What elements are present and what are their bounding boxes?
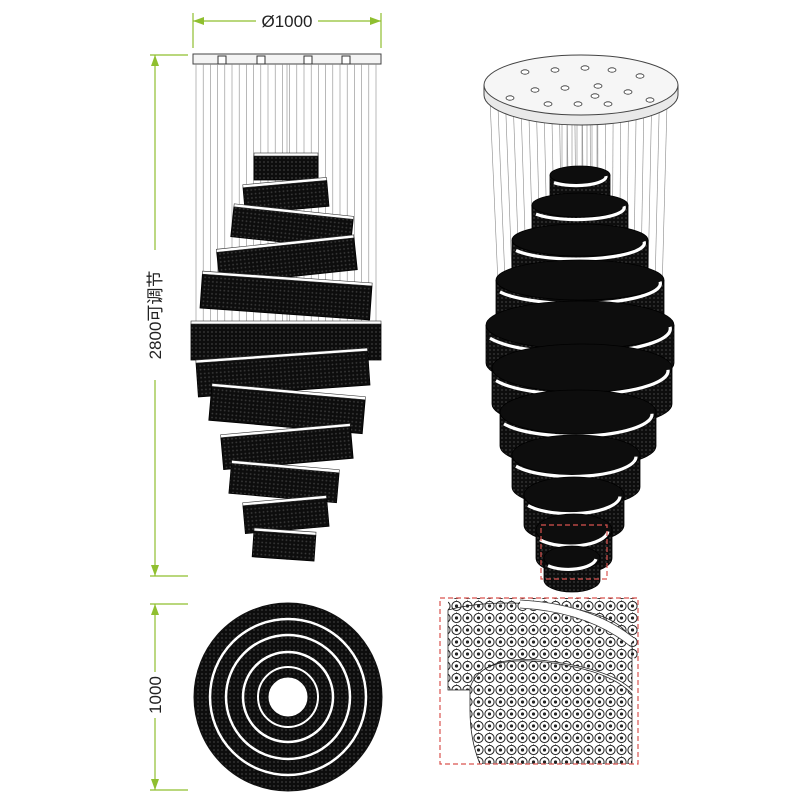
plan-ring-gap [224, 633, 352, 761]
front-crystal-bands [190, 152, 382, 562]
detail-frame [439, 597, 639, 765]
front-crystal-band [220, 423, 354, 471]
height-label: 2800可调节 [146, 271, 165, 360]
detail-marker [540, 524, 608, 580]
canopy-mounts [217, 55, 351, 65]
front-crystal-band [216, 234, 358, 285]
perspective-view [483, 54, 679, 593]
front-crystal-band [253, 152, 319, 181]
plan-ring-gap [257, 666, 319, 728]
plan-ring-gap [208, 617, 368, 777]
plan-view [193, 602, 383, 792]
plan-center-opening [267, 676, 309, 718]
perspective-crystal-tier [543, 545, 601, 593]
front-crystal-band [228, 460, 340, 504]
plan-ring-gap [241, 650, 335, 744]
plan-height-label: 1000 [146, 676, 165, 714]
front-crystal-band [242, 495, 330, 535]
perspective-canopy [483, 54, 679, 126]
detail-view [439, 597, 639, 765]
front-crystal-band [251, 527, 317, 562]
front-crystal-band [199, 270, 373, 321]
diameter-label: Ø1000 [261, 12, 312, 31]
front-crystal-band [208, 383, 366, 435]
front-elevation-view [190, 53, 382, 562]
perspective-crystal-spiral [485, 165, 675, 593]
front-crystal-band [242, 177, 330, 215]
